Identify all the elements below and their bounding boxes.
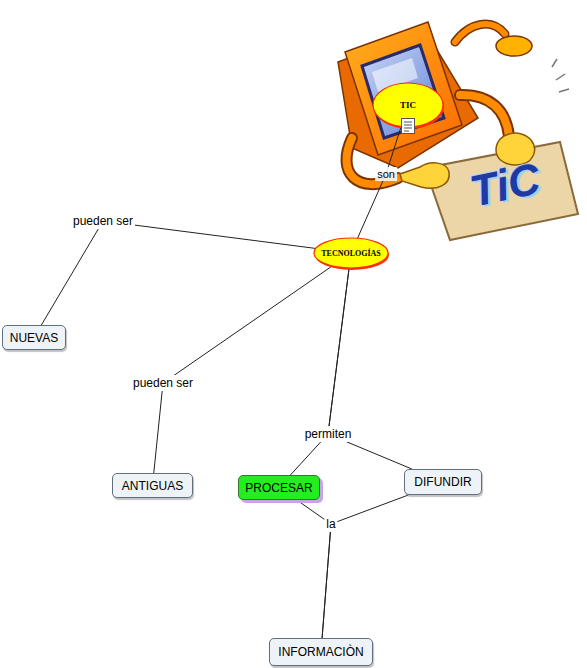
node-text: NUEVAS [10,331,58,345]
pointing-hand [400,163,449,188]
linking-phrase: pueden ser [131,375,195,391]
concept-ellipse: TECNOLOGÍAS [312,235,390,271]
linking-phrase: pueden ser [71,213,135,229]
node-text: ANTIGUAS [122,479,183,493]
character-leg [455,24,505,42]
character-arm [460,95,509,136]
connector-line [322,495,408,638]
sign-text: TiC [466,153,545,216]
motion-lines [552,59,569,92]
node-text: INFORMACIÒN [278,645,363,659]
node-text: TIC [400,100,416,110]
character-foot [496,36,532,56]
concept-box: ANTIGUAS [112,473,193,498]
connector-line [358,127,402,239]
node-text: TECNOLOGÍAS [321,249,381,258]
linking-phrase: permiten [303,426,354,442]
connector-line [290,268,349,475]
document-icon [401,118,415,134]
connector-line [41,221,315,325]
node-text: PROCESAR [245,481,312,495]
concept-box: INFORMACIÒN [269,638,373,666]
node-text: DIFUNDIR [414,475,471,489]
concept-box: PROCESAR [238,475,320,500]
document-icon-sheet [402,119,415,134]
linking-phrase: la [324,516,337,532]
character-leg-outline [455,24,505,42]
monitor-screen [362,45,444,138]
linking-phrase: son [375,167,397,181]
character-arm-outline [460,95,509,136]
document-icon-lines [404,122,412,131]
concept-box: NUEVAS [2,325,66,350]
monitor-face [345,22,462,155]
concept-box: DIFUNDIR [404,469,482,495]
ellipse-fill [314,238,388,268]
